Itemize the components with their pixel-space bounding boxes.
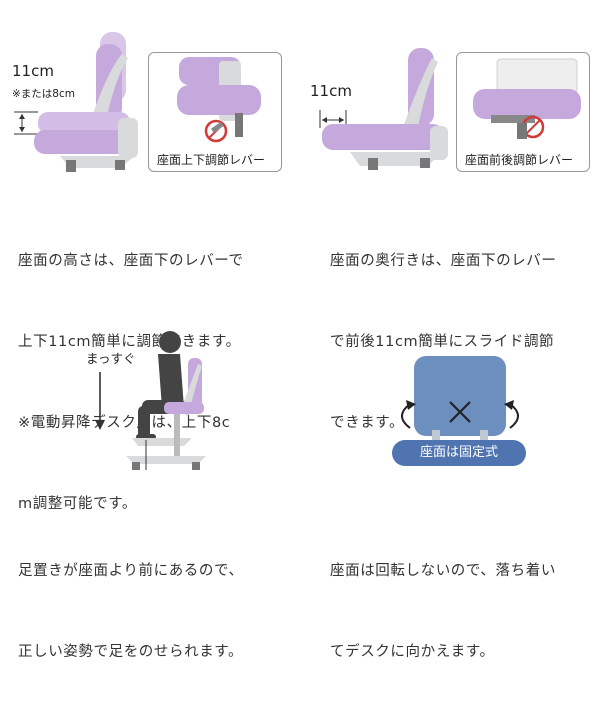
fixed-seat-badge: 座面は固定式 bbox=[392, 440, 526, 466]
posture-description: 足置きが座面より前にあるので、 正しい姿勢で足をのせられます。 bbox=[18, 504, 244, 720]
height-lever-illustration bbox=[177, 57, 261, 143]
depth-description: 座面の奥行きは、座面下のレバー で前後11cm簡単にスライド調節 できます。 bbox=[330, 194, 557, 491]
height-lever-inset: 座面上下調節レバー bbox=[148, 52, 282, 172]
depth-lever-label: 座面前後調節レバー bbox=[465, 153, 574, 167]
height-lever-label: 座面上下調節レバー bbox=[157, 153, 266, 167]
depth-lever-inset: 座面前後調節レバー bbox=[456, 52, 590, 172]
fixed-seat-description: 座面は回転しないので、落ち着い てデスクに向かえます。 bbox=[330, 504, 556, 720]
fixed-seat-description-line: てデスクに向かえます。 bbox=[330, 644, 495, 660]
posture-label: まっすぐ bbox=[86, 351, 136, 366]
depth-description-line: で前後11cm簡単にスライド調節 bbox=[330, 334, 555, 350]
height-measure-label: 11cm bbox=[12, 62, 54, 80]
depth-description-line: 座面の奥行きは、座面下のレバー bbox=[330, 253, 557, 269]
chair-depth-illustration bbox=[319, 48, 448, 170]
height-description-line: 上下11cm簡単に調節できます。 bbox=[18, 334, 241, 350]
posture-description-line: 正しい姿勢で足をのせられます。 bbox=[18, 644, 244, 660]
height-description-line: m調整可能です。 bbox=[18, 496, 137, 512]
chair-height-illustration bbox=[14, 32, 138, 172]
depth-lever-illustration bbox=[473, 58, 581, 139]
fixed-seat-description-line: 座面は回転しないので、落ち着い bbox=[330, 563, 556, 579]
height-measure-note: ※または8cm bbox=[12, 88, 75, 100]
posture-description-line: 足置きが座面より前にあるので、 bbox=[18, 563, 244, 579]
height-description-line: 座面の高さは、座面下のレバーで bbox=[18, 253, 244, 269]
posture-illustration bbox=[95, 331, 206, 470]
depth-measure-label: 11cm bbox=[310, 82, 352, 100]
depth-description-line: できます。 bbox=[330, 415, 405, 431]
